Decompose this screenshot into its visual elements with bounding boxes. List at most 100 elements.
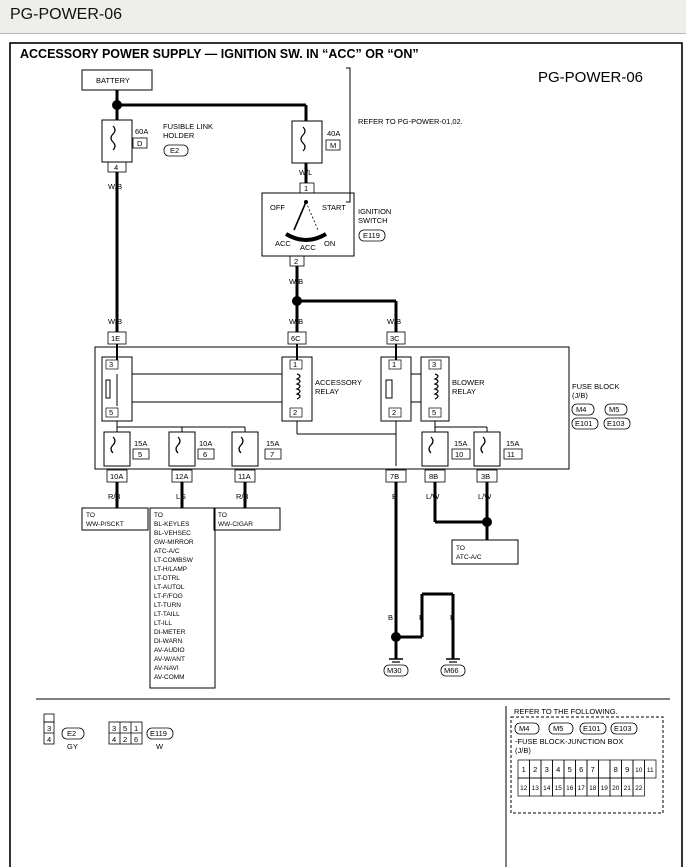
dest-ww-cigar-1: TO <box>218 512 227 519</box>
legend-pin: 2 <box>123 735 127 744</box>
fuse-block-conn-1: M4 <box>576 405 586 414</box>
dest-list-item: AV-NAVI <box>154 665 179 672</box>
ground-badge <box>440 664 466 677</box>
dest-list-item: LT-TAILL <box>154 611 180 618</box>
ignition-off: OFF <box>270 203 285 212</box>
ground-badge <box>383 664 409 677</box>
ignition-switch-box <box>261 192 355 257</box>
fuse-id-box <box>132 137 148 149</box>
fuse-box <box>168 431 196 467</box>
fuse-40a-amp: 40A <box>327 129 340 138</box>
ignition-label-1: IGNITION <box>358 207 391 216</box>
connector-badge <box>603 417 631 430</box>
pin-label: 3 <box>109 360 113 369</box>
relay-coil-icon <box>295 373 301 400</box>
connector-badge <box>604 403 628 416</box>
jb-pin: 5 <box>568 765 572 774</box>
pin-box <box>289 407 303 418</box>
fuse-number: 10 <box>455 450 463 459</box>
wire-color: L/W <box>426 492 440 501</box>
connector-e2-badge <box>163 144 189 157</box>
dest-ww-psckt-2: WW-P/SCKT <box>86 521 124 528</box>
pin-box <box>428 407 442 418</box>
refer-badge <box>514 722 540 735</box>
fuse-icon <box>110 436 116 454</box>
fusible-link-60a <box>101 119 133 163</box>
fuse-id-box <box>325 139 341 151</box>
dest-atc-ac <box>451 539 519 565</box>
pin-box <box>428 359 442 370</box>
fuse-box <box>421 431 449 467</box>
fuse-icon <box>238 436 244 454</box>
connector-e119: E119 <box>363 231 380 240</box>
fuse-terminal: 3B <box>481 472 490 481</box>
fuse-icon <box>175 436 181 454</box>
wire-color: L/W <box>478 492 492 501</box>
wire-color-b: B <box>388 613 393 622</box>
wire-color-wb: W/B <box>387 317 401 326</box>
jb-pin: 14 <box>543 785 551 792</box>
pin-label: 2 <box>294 257 298 266</box>
window-header: PG-POWER-06 <box>0 0 686 34</box>
relay-coil-icon <box>433 373 439 400</box>
fuse-amp: 15A <box>454 439 467 448</box>
fuse-number: 7 <box>270 450 274 459</box>
ignition-label-2: SWITCH <box>358 216 388 225</box>
refer-jb: (J/B) <box>515 746 531 755</box>
refer-badge <box>579 722 607 735</box>
dest-list-item: ATC-A/C <box>154 548 180 555</box>
refer-conn: M5 <box>553 724 563 733</box>
fuse-number: 11 <box>507 450 515 459</box>
terminal-7b: 7B <box>390 472 399 481</box>
jb-cell <box>644 759 657 779</box>
legend-pin: 6 <box>134 735 138 744</box>
fuse-block-conn-2: M5 <box>609 405 619 414</box>
jb-cell <box>598 759 611 779</box>
fuse-box <box>231 431 259 467</box>
fusible-link-label-1: FUSIBLE LINK <box>163 122 213 131</box>
wire-color-wb: W/B <box>289 277 303 286</box>
refer-badge <box>548 722 574 735</box>
jb-pin: 20 <box>612 785 620 792</box>
refer-note: REFER TO PG-POWER-01,02. <box>358 117 463 126</box>
pin-box <box>105 407 119 418</box>
terminal-1e: 1E <box>111 334 120 343</box>
refer-bracket <box>346 67 351 203</box>
legend-pin: 4 <box>47 735 51 744</box>
jb-pin: 6 <box>579 765 583 774</box>
ignition-acc-2: ACC <box>300 243 316 252</box>
refer-title: REFER TO THE FOLLOWING. <box>514 707 618 716</box>
fuse-icon <box>300 126 306 152</box>
legend-e2-color: GY <box>67 742 78 751</box>
dest-atc-1: TO <box>456 545 465 552</box>
fuse-terminal: 12A <box>175 472 188 481</box>
jb-pin: 2 <box>533 765 537 774</box>
blower-relay-label-1: BLOWER <box>452 378 485 387</box>
jb-pin: 9 <box>625 765 629 774</box>
fuse-icon <box>110 125 116 151</box>
legend-e2: E2 <box>67 729 76 738</box>
fuse-number-box <box>451 448 471 460</box>
legend-badge <box>146 727 174 740</box>
legend-e119: E119 <box>150 729 167 738</box>
accessory-relay-label-2: RELAY <box>315 387 339 396</box>
battery-label: BATTERY <box>96 76 130 85</box>
dest-list: TOBL-KEYLESBL-VEHSECGW-MIRRORATC-A/CLT-C… <box>154 512 194 681</box>
diagram-title: ACCESSORY POWER SUPPLY — IGNITION SW. IN… <box>20 47 419 61</box>
fuse-number-box <box>197 448 215 460</box>
ignition-on: ON <box>324 239 335 248</box>
dest-list-item: BL-VEHSEC <box>154 530 191 537</box>
wiring-diagram: ACCESSORY POWER SUPPLY — IGNITION SW. IN… <box>9 42 683 867</box>
wire-color: R/B <box>236 492 249 501</box>
jb-pin: 22 <box>635 785 643 792</box>
fuse-icon <box>428 436 434 454</box>
ground-m66: M66 <box>444 666 459 675</box>
fuse-box <box>103 431 131 467</box>
legend-e119-color: W <box>156 742 164 751</box>
fuse-amp: 15A <box>134 439 147 448</box>
wire-color-b: B <box>450 613 455 622</box>
jb-pin: 15 <box>555 785 563 792</box>
pin-label: 5 <box>432 408 436 417</box>
refer-badge <box>610 722 638 735</box>
terminal-3c: 3C <box>390 334 400 343</box>
